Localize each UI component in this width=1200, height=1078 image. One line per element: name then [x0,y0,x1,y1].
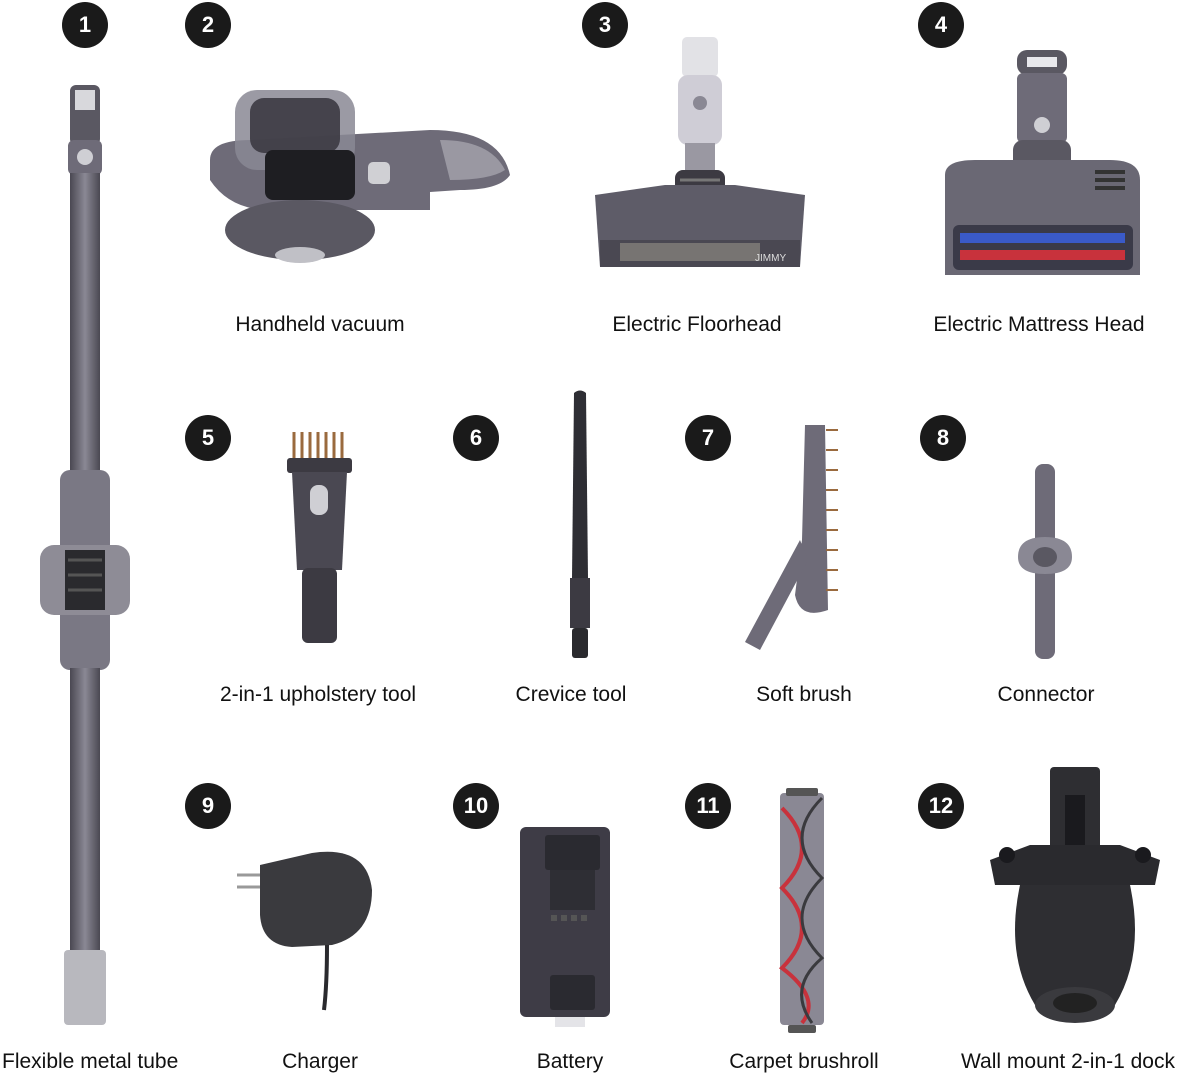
handheld-vacuum-icon [190,80,520,265]
metal-tube-icon [30,85,140,1045]
item-10-number-badge: 10 [453,783,499,829]
item-7-label: Soft brush [756,683,852,706]
item-9-number-badge: 9 [185,783,231,829]
item-3-label: Electric Floorhead [612,313,782,336]
upholstery-tool-icon [282,430,357,645]
item-6-number-badge: 6 [453,415,499,461]
item-2-label: Handheld vacuum [235,313,405,336]
item-4-label: Electric Mattress Head [933,313,1145,336]
wall-mount-icon [985,765,1165,1035]
connector-icon [1010,462,1080,662]
item-4-number-badge: 4 [918,2,964,48]
item-2-number-badge: 2 [185,2,231,48]
item-12-label: Wall mount 2-in-1 dock [961,1050,1175,1073]
item-7-number-badge: 7 [685,415,731,461]
item-5-number-badge: 5 [185,415,231,461]
item-8-number-badge: 8 [920,415,966,461]
soft-brush-icon [740,420,840,655]
item-11-label: Carpet brushroll [729,1050,879,1073]
crevice-tool-icon [560,388,600,663]
brushroll-icon [772,788,832,1033]
mattress-head-icon [935,45,1150,280]
item-5-label: 2-in-1 upholstery tool [219,683,417,706]
jimmy-brand-mark: JIMMY [755,253,786,264]
item-1-label: Flexible metal tube [2,1050,179,1073]
charger-icon [232,845,382,1015]
item-8-label: Connector [997,683,1095,706]
item-12-number-badge: 12 [918,783,964,829]
item-3-number-badge: 3 [582,2,628,48]
battery-icon [515,825,615,1030]
item-1-number-badge: 1 [62,2,108,48]
item-11-number-badge: 11 [685,783,731,829]
item-10-label: Battery [536,1050,604,1073]
item-9-label: Charger [282,1050,358,1073]
floorhead-icon: JIMMY [590,35,810,275]
item-6-label: Crevice tool [515,683,627,706]
